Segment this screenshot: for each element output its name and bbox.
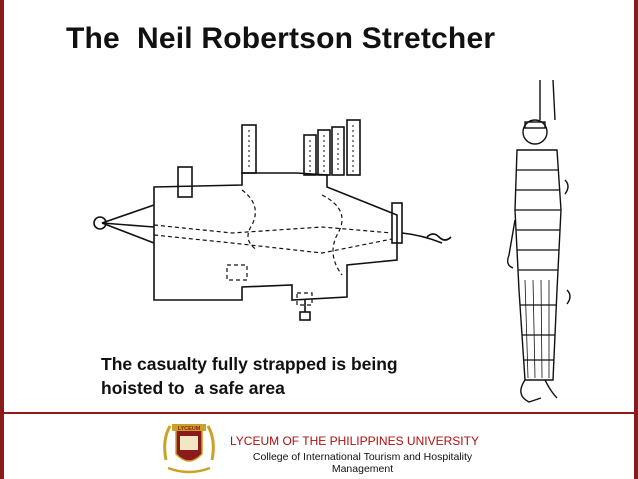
footer-divider — [0, 412, 638, 414]
college-name: College of International Tourism and Hos… — [252, 451, 473, 475]
stretcher-flat-illustration — [93, 119, 452, 321]
slide-frame-right — [634, 0, 638, 479]
seal-text: LYCEUM — [178, 426, 201, 432]
lyceum-seal-logo: LYCEUM — [163, 424, 215, 474]
slide-title: The Neil Robertson Stretcher — [66, 22, 496, 55]
strapped-casualty-illustration — [506, 80, 571, 403]
slide-caption: The casualty fully strapped is being hoi… — [101, 352, 481, 400]
caption-line-2: hoisted to a safe area — [101, 378, 285, 398]
slide-frame-left — [0, 0, 4, 479]
university-name: LYCEUM OF THE PHILIPPINES UNIVERSITY — [230, 434, 479, 448]
caption-line-1: The casualty fully strapped is being — [101, 354, 398, 374]
